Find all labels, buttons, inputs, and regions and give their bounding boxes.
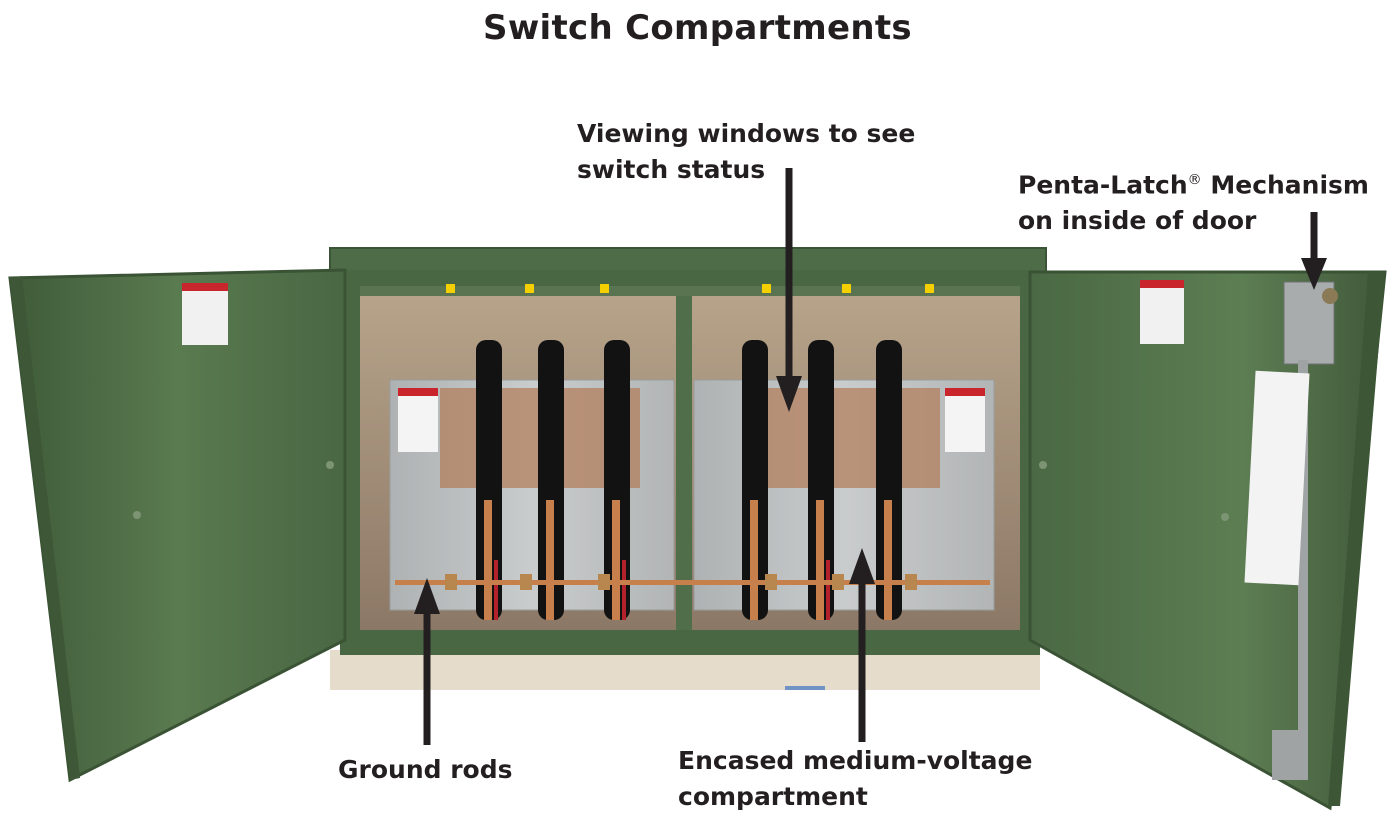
cable-4 [742, 340, 768, 620]
callout-viewing-windows-line2: switch status [577, 155, 766, 184]
door-instruction-label [1244, 370, 1310, 586]
registered-mark: ® [1187, 172, 1202, 188]
callout-penta-latch-line2: on inside of door [1018, 206, 1257, 236]
callout-encased-compartment: Encased medium-voltage compartment [678, 743, 1032, 815]
cabinet-top [329, 247, 1047, 273]
ground-clamps [445, 574, 917, 590]
door-knob-left-2 [326, 461, 334, 469]
callout-penta-latch: Penta-Latch® Mechanism on inside of door [1018, 162, 1369, 239]
callout-penta-latch-mechanism: Mechanism [1201, 170, 1369, 200]
cable-2 [538, 340, 564, 620]
danger-label-inner-right [945, 388, 985, 452]
pad-stripe [785, 686, 825, 690]
left-door [8, 268, 347, 783]
callout-penta-latch-name: Penta-Latch [1018, 170, 1188, 200]
callout-encased-line2: compartment [678, 782, 868, 811]
callout-viewing-windows-line1: Viewing windows to see [577, 119, 916, 148]
cable-1 [476, 340, 502, 620]
page-title: Switch Compartments [483, 8, 912, 48]
cable-5 [808, 340, 834, 620]
door-knob-left-1 [133, 511, 141, 519]
ground-rod [395, 580, 990, 585]
door-knob-right-2 [1039, 461, 1047, 469]
top-rail [360, 286, 1020, 296]
viewing-window-right [750, 388, 940, 488]
danger-label-right-door [1140, 280, 1184, 344]
callout-viewing-windows: Viewing windows to see switch status [577, 116, 915, 188]
callout-penta-latch-line1: Penta-Latch® Mechanism [1018, 162, 1369, 203]
left-door-edge [10, 276, 80, 780]
arrow-viewing-windows [776, 168, 802, 412]
phase-markers [446, 284, 934, 293]
cable-6 [876, 340, 902, 620]
penta-latch-mechanism [1272, 281, 1338, 780]
callout-encased-line1: Encased medium-voltage [678, 746, 1033, 775]
cable-terminations [476, 340, 902, 620]
arrow-ground-rods [414, 578, 440, 745]
cable-3 [604, 340, 630, 620]
danger-label-inner-left [398, 388, 438, 452]
center-divider [676, 290, 692, 630]
door-knob-right [1221, 513, 1229, 521]
concrete-pad [330, 650, 1040, 690]
right-door-edge [1328, 272, 1385, 806]
callout-ground-rods: Ground rods [338, 755, 513, 784]
danger-label-left-door [182, 283, 228, 345]
arrow-encased-compartment [849, 548, 875, 742]
arrow-penta-latch [1301, 212, 1327, 290]
